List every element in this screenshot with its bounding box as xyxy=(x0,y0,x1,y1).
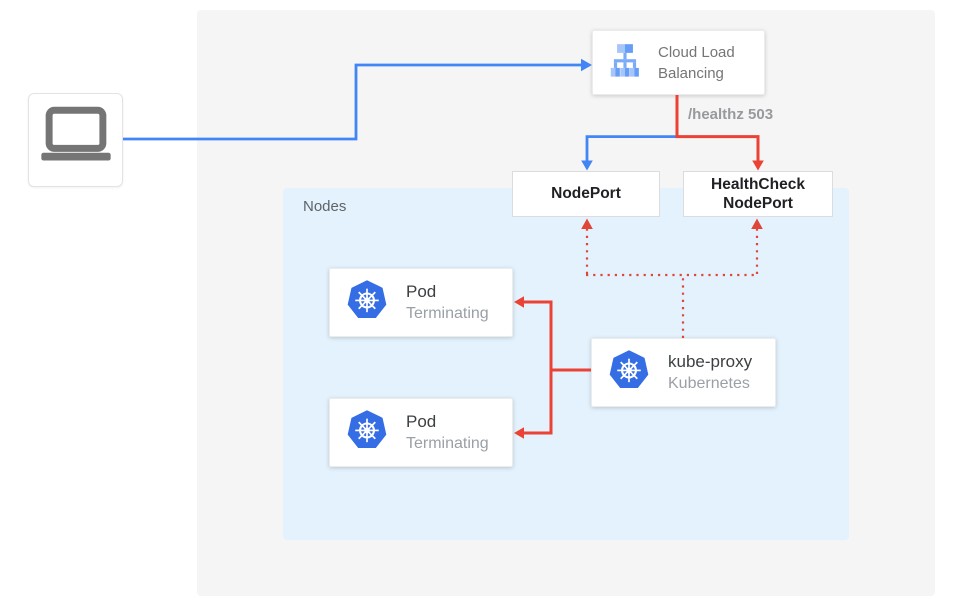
client-laptop-card xyxy=(28,93,123,187)
healthcheck-nodeport-label: HealthCheck NodePort xyxy=(711,176,805,212)
laptop-icon xyxy=(37,103,115,178)
pod-status: Terminating xyxy=(406,305,489,322)
kubernetes-icon xyxy=(346,409,388,456)
nodeport-label: NodePort xyxy=(551,185,621,202)
kube-proxy-card: kube-proxy Kubernetes xyxy=(591,338,776,407)
pod-status: Terminating xyxy=(406,435,489,452)
pod-title: Pod xyxy=(406,282,437,301)
pod-terminating-card-1: Pod Terminating xyxy=(329,268,513,337)
healthcheck-nodeport-card: HealthCheck NodePort xyxy=(683,171,833,217)
healthz-edge-label: /healthz 503 xyxy=(688,106,774,123)
kubernetes-icon xyxy=(346,279,388,326)
nodes-group-label: Nodes xyxy=(303,198,347,215)
pod-terminating-card-2: Pod Terminating xyxy=(329,398,513,467)
nodeport-card: NodePort xyxy=(512,171,660,217)
cloud-load-balancing-card: Cloud Load Balancing xyxy=(592,30,765,95)
cloud-load-balancing-icon xyxy=(606,39,644,86)
kube-proxy-subtitle: Kubernetes xyxy=(668,375,750,392)
cloud-load-balancing-label: Cloud Load Balancing xyxy=(658,43,735,82)
pod-title: Pod xyxy=(406,412,437,431)
kubernetes-icon xyxy=(608,349,650,396)
kube-proxy-title: kube-proxy xyxy=(668,352,753,371)
